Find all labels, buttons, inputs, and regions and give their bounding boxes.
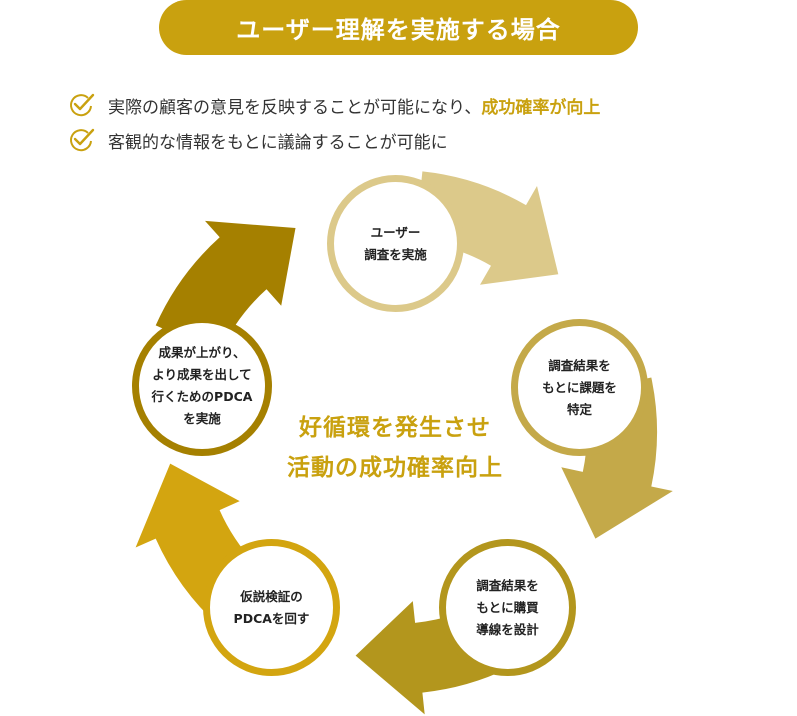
benefit-item-1: 実際の顧客の意見を反映することが可能になり、 成功確率が向上 (68, 90, 600, 120)
cycle-center-text: 好循環を発生させ 活動の成功確率向上 (287, 415, 503, 481)
check-circle-icon (70, 128, 95, 152)
cycle-step-results-pdca: 成果が上がり、 より成果を出して 行くためのPDCA を実施 (132, 316, 272, 456)
check-circle-icon (70, 93, 95, 117)
page-title: ユーザー理解を実施する場合 (159, 0, 638, 55)
benefit-text: 客観的な情報をもとに議論することが可能に (108, 132, 448, 153)
benefit-text: 実際の顧客の意見を反映することが可能になり、 (108, 97, 482, 118)
benefit-highlight: 成功確率が向上 (481, 97, 601, 118)
benefit-item-2: 客観的な情報をもとに議論することが可能に (68, 125, 448, 155)
cycle-step-identify-issues: 調査結果を もとに課題を 特定 (511, 319, 648, 456)
arrow-research-to-issues (415, 171, 559, 285)
cycle-step-user-research: ユーザー 調査を実施 (327, 175, 464, 312)
cycle-step-hypothesis-pdca: 仮説検証の PDCAを回す (203, 539, 340, 676)
cycle-step-design-funnel: 調査結果を もとに購買 導線を設計 (439, 539, 576, 676)
